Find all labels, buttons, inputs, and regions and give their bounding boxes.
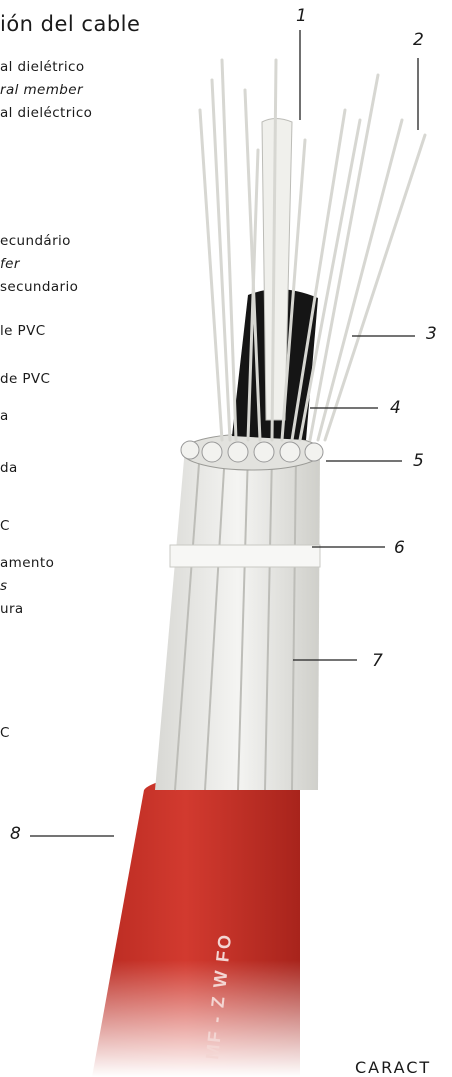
callout-7: 7	[372, 651, 383, 671]
section-heading-footer: CARACT	[355, 1058, 431, 1077]
callout-1: 1	[296, 6, 307, 26]
callout-8: 8	[10, 824, 21, 844]
outer-sheath: MF - Z W FO	[80, 768, 320, 1077]
optical-fibres	[200, 60, 425, 440]
callout-6: 6	[394, 538, 405, 558]
callout-5: 5	[413, 451, 424, 471]
callout-4: 4	[390, 398, 401, 418]
callout-3: 3	[426, 324, 437, 344]
callout-2: 2	[413, 30, 424, 50]
loose-tube-bundle	[155, 434, 323, 790]
